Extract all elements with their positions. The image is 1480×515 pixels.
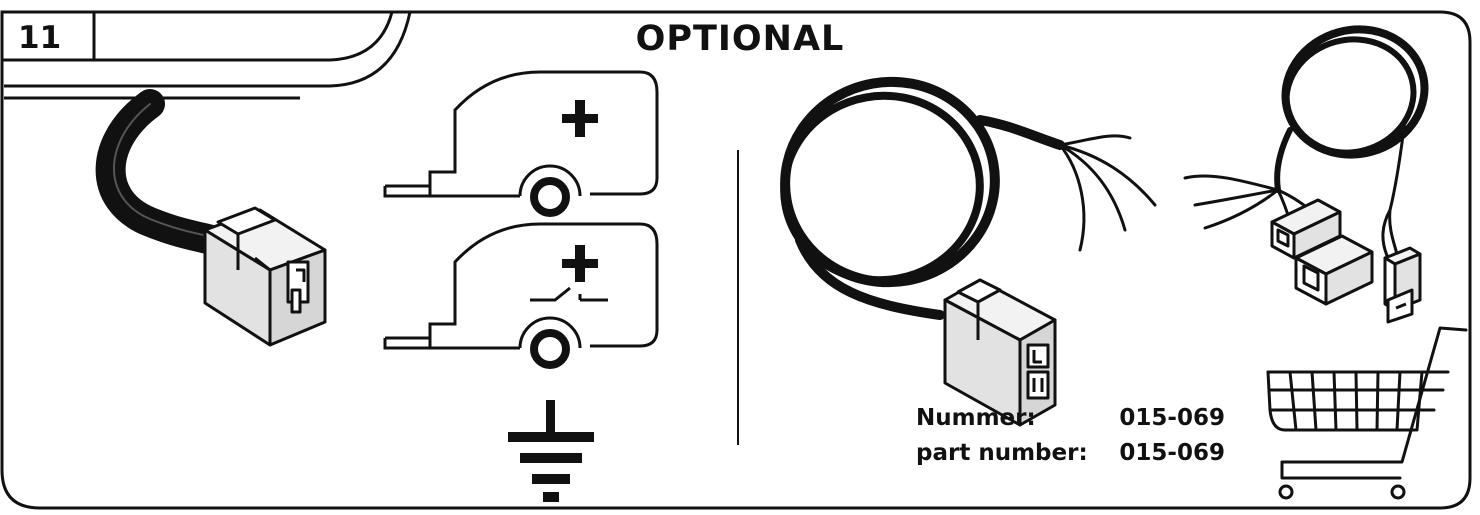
shopping-cart-icon	[1266, 326, 1468, 500]
part-number-label-en: part number:	[916, 440, 1088, 466]
part-number-value-en: 015-069	[1119, 440, 1225, 466]
blade-connector-upper	[1270, 198, 1342, 260]
blade-connector-vertical	[1383, 246, 1422, 324]
trailer-permanent-plus-icon	[383, 70, 659, 217]
part-number-label-de: Nummer:	[916, 405, 1036, 431]
harness-connector	[943, 278, 1057, 427]
coiled-harness	[780, 76, 1157, 320]
part-number-value-de: 015-069	[1119, 405, 1225, 431]
vehicle-cable	[95, 89, 227, 255]
panel-frame	[0, 10, 1472, 510]
vehicle-connector	[203, 206, 327, 347]
ground-symbol-icon	[508, 400, 594, 502]
blade-connector-lower	[1294, 234, 1374, 306]
part-number-block: Nummer: 015-069 part number: 015-069	[916, 405, 1225, 466]
step-number: 11	[18, 20, 61, 56]
step-box: 11	[0, 10, 96, 62]
trailer-switched-plus-icon	[383, 222, 659, 369]
page-title: OPTIONAL	[636, 19, 845, 59]
